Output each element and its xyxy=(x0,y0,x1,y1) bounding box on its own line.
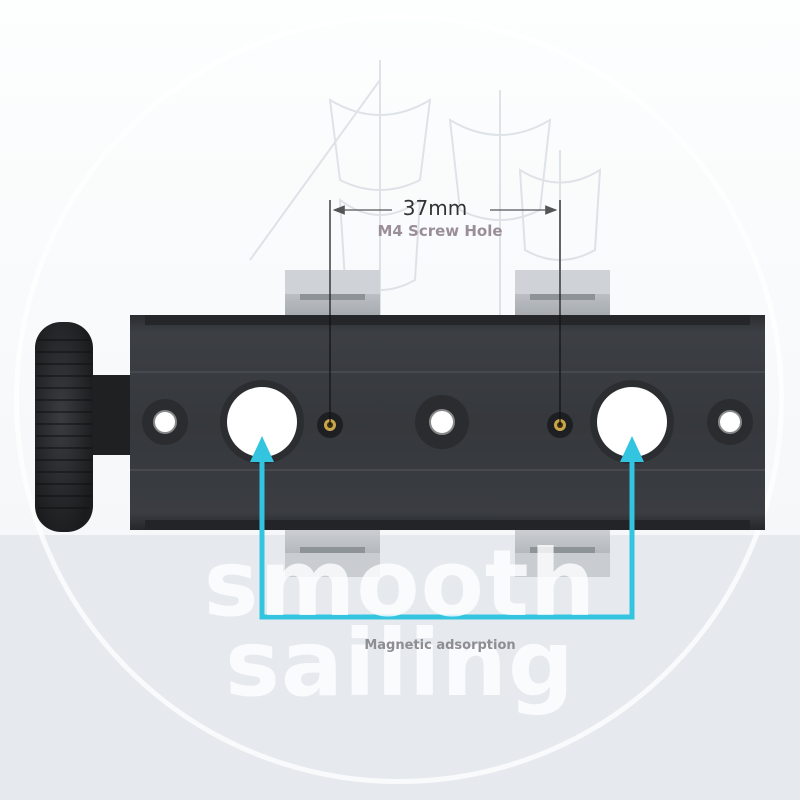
bottom-clip-right xyxy=(515,522,610,577)
watermark-text-smooth: smooth xyxy=(203,530,597,637)
adjustment-knob xyxy=(35,322,140,532)
magnet-hole-left xyxy=(220,380,304,464)
bottom-clip-left xyxy=(285,522,380,577)
dimension-indicator xyxy=(329,200,561,425)
watermark-circle xyxy=(14,14,784,784)
magnetic-arrow-icon xyxy=(259,455,635,620)
screw-hole-label: M4 Screw Hole xyxy=(377,222,503,240)
magnet-hole-right xyxy=(590,380,674,464)
distance-label: 37mm xyxy=(402,196,468,220)
mounting-hole-right xyxy=(707,399,753,445)
watermark-text-sailing: sailing xyxy=(225,610,575,717)
mounting-hole-left xyxy=(142,399,188,445)
mounting-hole-center xyxy=(415,395,469,449)
magnetic-label: Magnetic adsorption xyxy=(364,638,516,653)
arrow-head-left-icon xyxy=(250,436,274,462)
arrow-head-right-icon xyxy=(620,436,644,462)
